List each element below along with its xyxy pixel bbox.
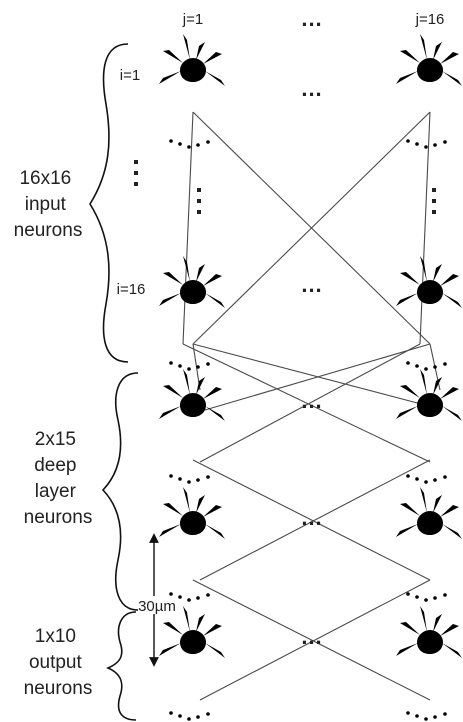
connection-line (182, 111, 194, 345)
deep-neuron-row2-last (394, 486, 463, 602)
connection-line (419, 111, 431, 345)
input-neuron-i16-j1 (157, 255, 228, 371)
connection-line (192, 111, 431, 345)
deep-neuron-row1-last (394, 368, 463, 484)
vertical-ellipsis (134, 160, 436, 214)
input-neuron-i1-j16 (394, 33, 463, 149)
input-neuron-i16-j16 (394, 255, 463, 371)
connection-line (199, 343, 421, 463)
deep-neuron-row2-first (157, 486, 228, 602)
connection-line (199, 459, 431, 581)
row-label-last: i=16 (117, 281, 146, 298)
connection-line (192, 579, 431, 701)
column-ellipsis: ... (301, 6, 322, 31)
column-label-first: j=1 (182, 11, 203, 28)
deep-group-label: 2x15 deep layer neurons (24, 429, 93, 528)
deep-group-brace (101, 372, 139, 611)
connection-line (192, 459, 431, 581)
input-group-label: 16x16 input neurons (14, 168, 83, 241)
connection-line (204, 343, 431, 411)
neurons (157, 33, 463, 721)
scale-bar-label: 30µm (138, 598, 176, 615)
connection-line (199, 579, 431, 701)
connection-line (182, 343, 431, 463)
input-group-brace (89, 43, 129, 363)
row-ellipsis: ... (301, 624, 322, 649)
row-ellipsis: ... (301, 76, 322, 101)
output-group-brace (105, 611, 137, 721)
scale-bar-label-background (140, 596, 174, 614)
output-neuron-first (157, 605, 228, 721)
row-ellipsis: ... (301, 388, 322, 413)
connection-line (192, 343, 426, 406)
column-label-last: j=16 (415, 11, 445, 28)
row-ellipsis: ... (301, 272, 322, 297)
row-ellipsis: ... (301, 505, 322, 530)
row-label-first: i=1 (120, 67, 140, 84)
deep-neuron-row1-first (157, 368, 228, 484)
output-neuron-last (394, 605, 463, 721)
connections (182, 111, 441, 701)
output-group-label: 1x10 output neurons (24, 626, 93, 699)
